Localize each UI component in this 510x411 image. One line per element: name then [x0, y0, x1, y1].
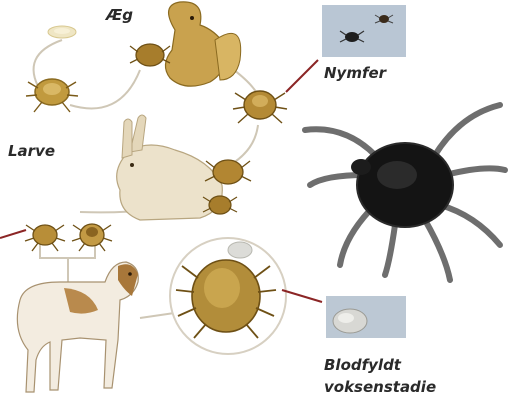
tick-on-squirrel-icon [130, 44, 170, 66]
male-tick-icon [25, 225, 65, 251]
nymph-tick-icon [233, 91, 287, 123]
nymph-label: Nymfer [324, 64, 386, 83]
magnifier-icon [170, 238, 286, 354]
egg-label: Æg [106, 6, 133, 25]
rabbit-icon [117, 115, 223, 220]
engorged-label-line1: Blodfyldt [324, 356, 401, 375]
engorged-photo-icon [326, 296, 406, 338]
engorged-tick-photo [326, 296, 406, 338]
squirrel-icon [165, 2, 240, 86]
larva-tick-icon [26, 79, 78, 112]
dog-icon [17, 262, 138, 392]
nymph-photo-icon [322, 5, 406, 57]
female-tick-icon [72, 224, 112, 251]
nymph-photo [322, 5, 406, 57]
adult-tick-icon [305, 105, 505, 280]
larva-label: Larve [8, 142, 55, 161]
egg-icon [48, 26, 76, 38]
engorged-label-line2: voksenstadie [324, 378, 436, 397]
